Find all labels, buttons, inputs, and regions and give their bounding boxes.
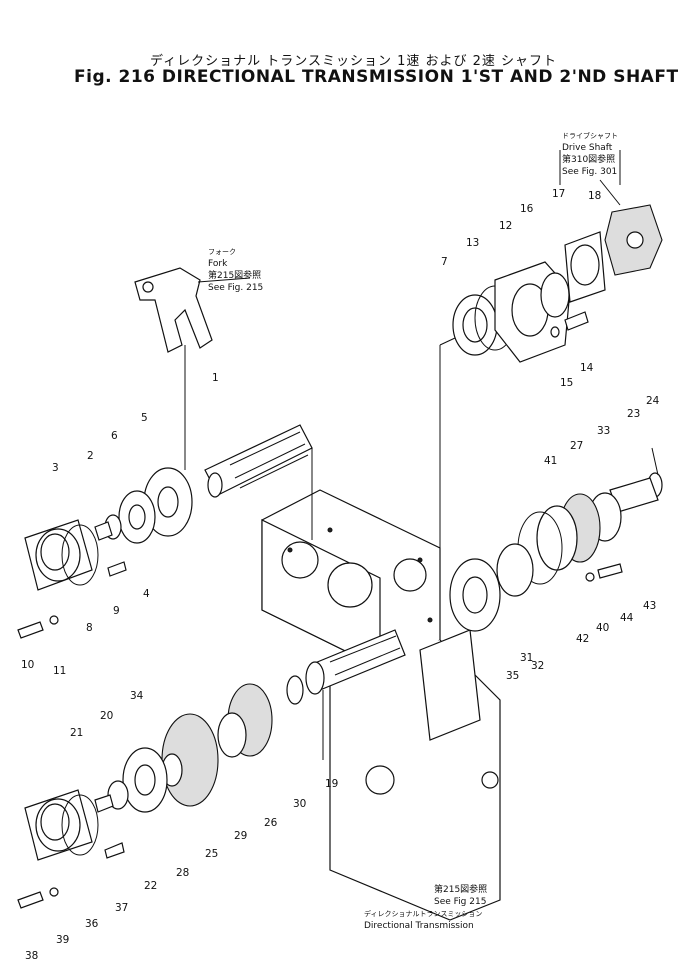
callout-25: 25 — [205, 848, 219, 860]
fork-reference-jp-ref: 第215図参照 — [208, 271, 262, 281]
callout-31: 31 — [520, 652, 534, 664]
fork-reference: フォーク Fork 第215図参照 See Fig. 215 — [208, 246, 263, 294]
fork-reference-see: See Fig. 215 — [208, 283, 264, 293]
callout-43: 43 — [643, 600, 657, 612]
drive-shaft-reference-jp-ref: 第310図参照 — [562, 155, 616, 165]
transmission-reference-label: Directional Transmission — [364, 921, 474, 931]
callout-16: 16 — [520, 203, 534, 215]
callout-21: 21 — [70, 727, 84, 739]
callout-42: 42 — [576, 633, 590, 645]
second-shaft-assembly — [286, 629, 406, 760]
callout-41: 41 — [544, 455, 558, 467]
callout-20: 20 — [100, 710, 114, 722]
callout-28: 28 — [176, 867, 190, 879]
callout-30: 30 — [293, 798, 307, 810]
lower-gear-stack — [94, 683, 273, 813]
drive-shaft-reference-label: Drive Shaft — [562, 143, 613, 153]
callout-14: 14 — [580, 362, 594, 374]
drive-side-assembly — [439, 204, 663, 548]
drive-shaft-leader — [599, 179, 621, 206]
callout-17: 17 — [552, 188, 566, 200]
callout-35: 35 — [506, 670, 520, 682]
second-shaft-right-assembly — [449, 447, 663, 632]
callout-7: 7 — [441, 256, 448, 268]
callout-10: 10 — [21, 659, 35, 671]
callout-2: 2 — [87, 450, 94, 462]
callout-15: 15 — [560, 377, 574, 389]
fork-reference-jp: フォーク — [208, 248, 236, 256]
callout-8: 8 — [86, 622, 93, 634]
callout-13: 13 — [466, 237, 480, 249]
drive-shaft-reference: ドライブシャフト Drive Shaft 第310図参照 See Fig. 30… — [562, 130, 618, 178]
transmission-reference: 第215図参照 See Fig 215 ディレクショナルトランスミッション Di… — [364, 884, 487, 932]
callout-44: 44 — [620, 612, 634, 624]
cover-lower — [17, 789, 125, 909]
callout-39: 39 — [56, 934, 70, 946]
figure-title: Fig. 216 DIRECTIONAL TRANSMISSION 1'ST A… — [74, 67, 679, 87]
callout-29: 29 — [234, 830, 248, 842]
callout-18: 18 — [588, 190, 602, 202]
callout-32: 32 — [531, 660, 545, 672]
callout-11: 11 — [53, 665, 67, 677]
transmission-reference-see: See Fig 215 — [434, 897, 487, 907]
figure-title-japanese: ディレクショナル トランスミッション 1速 および 2速 シャフト — [150, 54, 558, 69]
transmission-reference-jp: ディレクショナルトランスミッション — [364, 910, 483, 918]
first-shaft-assembly — [94, 424, 313, 544]
cover-upper — [17, 519, 127, 639]
fork-reference-label: Fork — [208, 259, 228, 269]
callout-33: 33 — [597, 425, 611, 437]
callout-36: 36 — [85, 918, 99, 930]
callout-1: 1 — [212, 372, 219, 384]
callout-19: 19 — [325, 778, 339, 790]
callout-4: 4 — [143, 588, 150, 600]
transmission-case — [261, 489, 501, 921]
fork-part — [134, 267, 213, 470]
transmission-reference-jp-ref: 第215図参照 — [434, 885, 488, 895]
drive-shaft-reference-see: See Fig. 301 — [562, 167, 618, 177]
callout-37: 37 — [115, 902, 129, 914]
callout-12: 12 — [499, 220, 513, 232]
callout-9: 9 — [113, 605, 120, 617]
callout-6: 6 — [111, 430, 118, 442]
fork-leader — [197, 277, 251, 283]
callout-22: 22 — [144, 880, 158, 892]
callout-24: 24 — [646, 395, 660, 407]
callout-3: 3 — [52, 462, 59, 474]
callout-27: 27 — [570, 440, 584, 452]
drive-shaft-bracket — [559, 150, 621, 185]
callout-38: 38 — [25, 950, 39, 962]
callout-26: 26 — [264, 817, 278, 829]
callout-34: 34 — [130, 690, 144, 702]
callout-23: 23 — [627, 408, 641, 420]
callout-40: 40 — [596, 622, 610, 634]
callout-5: 5 — [141, 412, 148, 424]
drive-shaft-reference-jp: ドライブシャフト — [562, 132, 618, 140]
